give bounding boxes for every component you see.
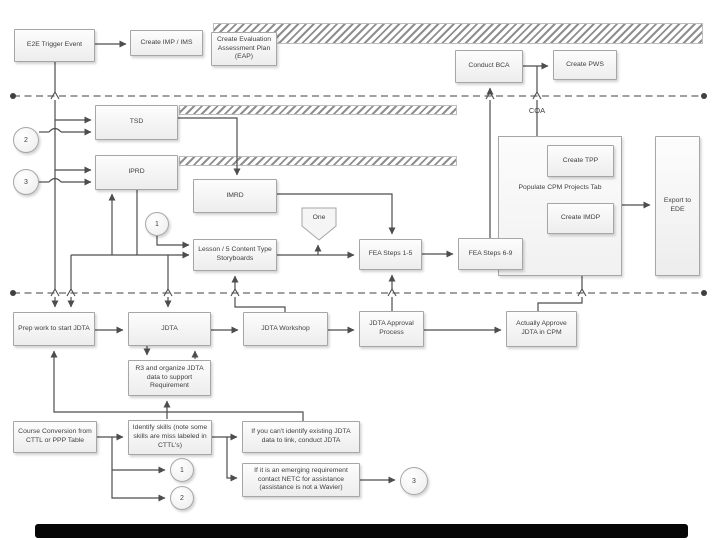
node-create-imp-ims: Create IMP / IMS <box>130 30 203 56</box>
node-tsd: TSD <box>95 105 178 140</box>
node-actually-approve: Actually Approve JDTA in CPM <box>506 311 577 347</box>
connector-circle-3-bottom: 3 <box>400 467 428 495</box>
node-cant-identify: If you can't identify existing JDTA data… <box>242 421 360 453</box>
node-e2e-trigger-event: E2E Trigger Event <box>14 29 95 62</box>
node-r3-organize: R3 and organize JDTA data to support Req… <box>128 360 211 396</box>
node-identify-skills: Identify skills (note some skills are mi… <box>128 420 212 455</box>
populate-cpm-label: Populate CPM Projects Tab <box>518 183 602 191</box>
connector-circle-2-left: 2 <box>13 127 39 153</box>
lane-divider-2 <box>10 290 707 296</box>
hatched-bar-iprd <box>179 156 457 166</box>
node-lesson-storyboards: Lesson / 5 Content Type Storyboards <box>193 239 277 271</box>
one-pentagon-label: One <box>312 213 326 221</box>
node-export-to-ede: Export to EDE <box>655 136 700 276</box>
node-emerging-requirement: If it is an emerging requirement contact… <box>242 463 360 497</box>
node-jdta-approval: JDTA Approval Process <box>359 311 424 347</box>
lane-divider-1 <box>10 93 707 99</box>
node-imrd: IMRD <box>193 179 277 213</box>
node-jdta-workshop: JDTA Workshop <box>243 312 328 346</box>
node-create-tpp: Create TPP <box>547 145 614 177</box>
node-fea-steps-1-5: FEA Steps 1-5 <box>359 239 422 270</box>
node-fea-steps-6-9: FEA Steps 6-9 <box>458 238 523 270</box>
node-create-pws: Create PWS <box>553 50 617 80</box>
node-course-conversion: Course Conversion from CTTL or PPP Table <box>13 421 97 453</box>
node-prep-work: Prep work to start JDTA <box>13 312 95 346</box>
node-conduct-bca: Conduct BCA <box>455 50 523 83</box>
connector-circle-2-bottom: 2 <box>170 486 194 510</box>
hatched-bar-tsd <box>179 105 457 115</box>
one-pentagon-shape <box>301 207 337 241</box>
connector-circle-1-bottom: 1 <box>170 458 194 482</box>
node-jdta: JDTA <box>128 312 211 346</box>
connector-circle-1-mid: 1 <box>145 212 169 236</box>
node-iprd: IPRD <box>95 155 178 190</box>
bottom-bar <box>35 524 688 538</box>
connector-circle-3-left: 3 <box>13 169 39 195</box>
coa-label: COA <box>528 105 546 115</box>
node-create-eap: Create Evaluation Assessment Plan (EAP) <box>211 32 277 66</box>
node-create-imdp: Create IMDP <box>547 203 614 234</box>
